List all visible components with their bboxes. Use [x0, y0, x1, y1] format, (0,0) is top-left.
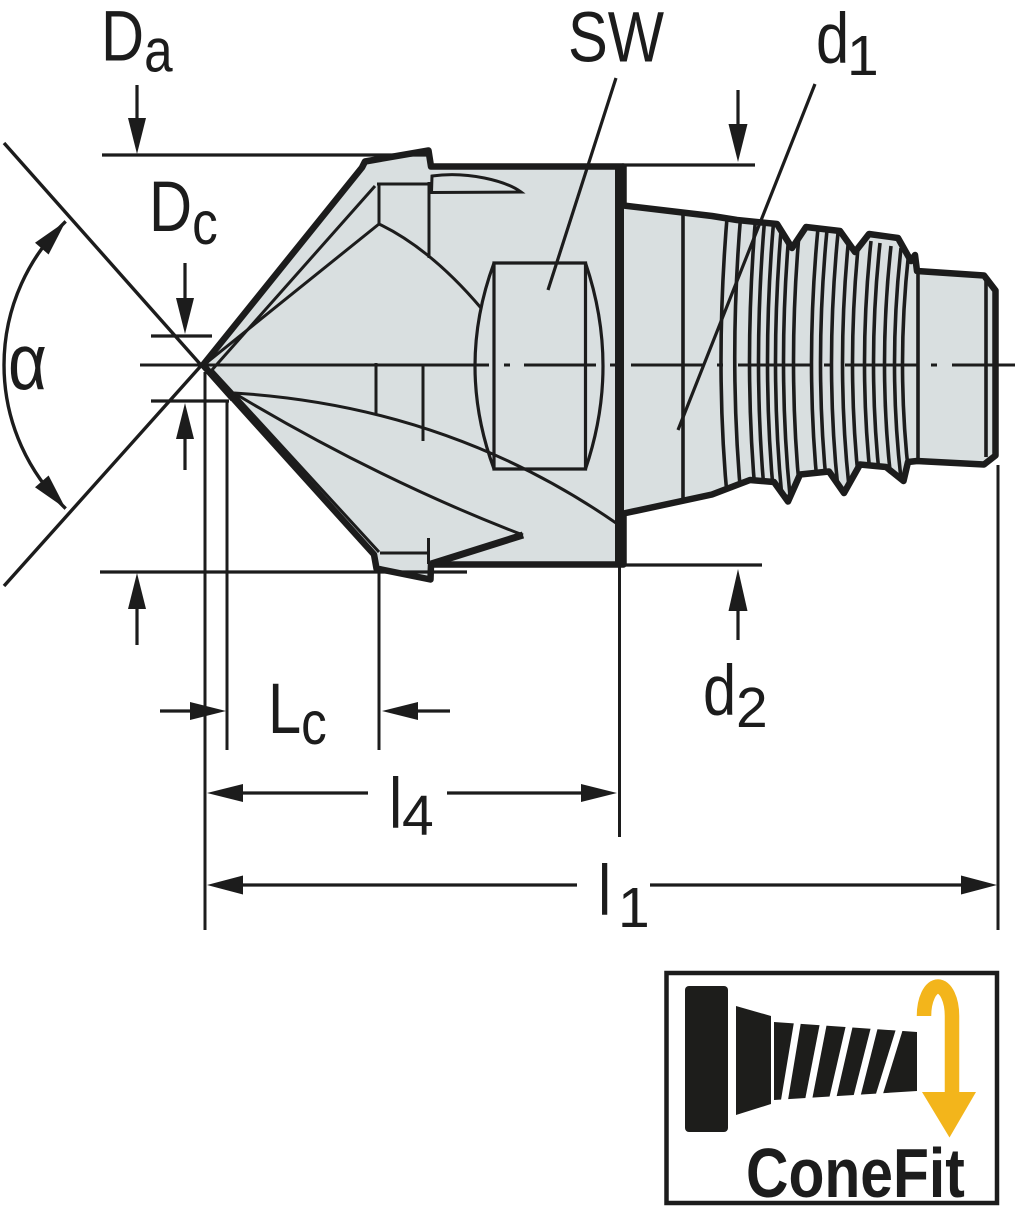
svg-text:l: l: [389, 764, 402, 843]
svg-text:α: α: [8, 316, 47, 406]
svg-text:d: d: [816, 0, 849, 78]
svg-text:4: 4: [402, 784, 434, 848]
svg-text:1: 1: [618, 876, 650, 940]
svg-text:2: 2: [736, 676, 768, 740]
svg-text:ConeFit: ConeFit: [746, 1133, 965, 1210]
svg-text:SW: SW: [568, 0, 664, 77]
svg-text:d: d: [703, 651, 736, 730]
svg-text:l: l: [598, 851, 611, 930]
svg-text:1: 1: [847, 24, 879, 88]
